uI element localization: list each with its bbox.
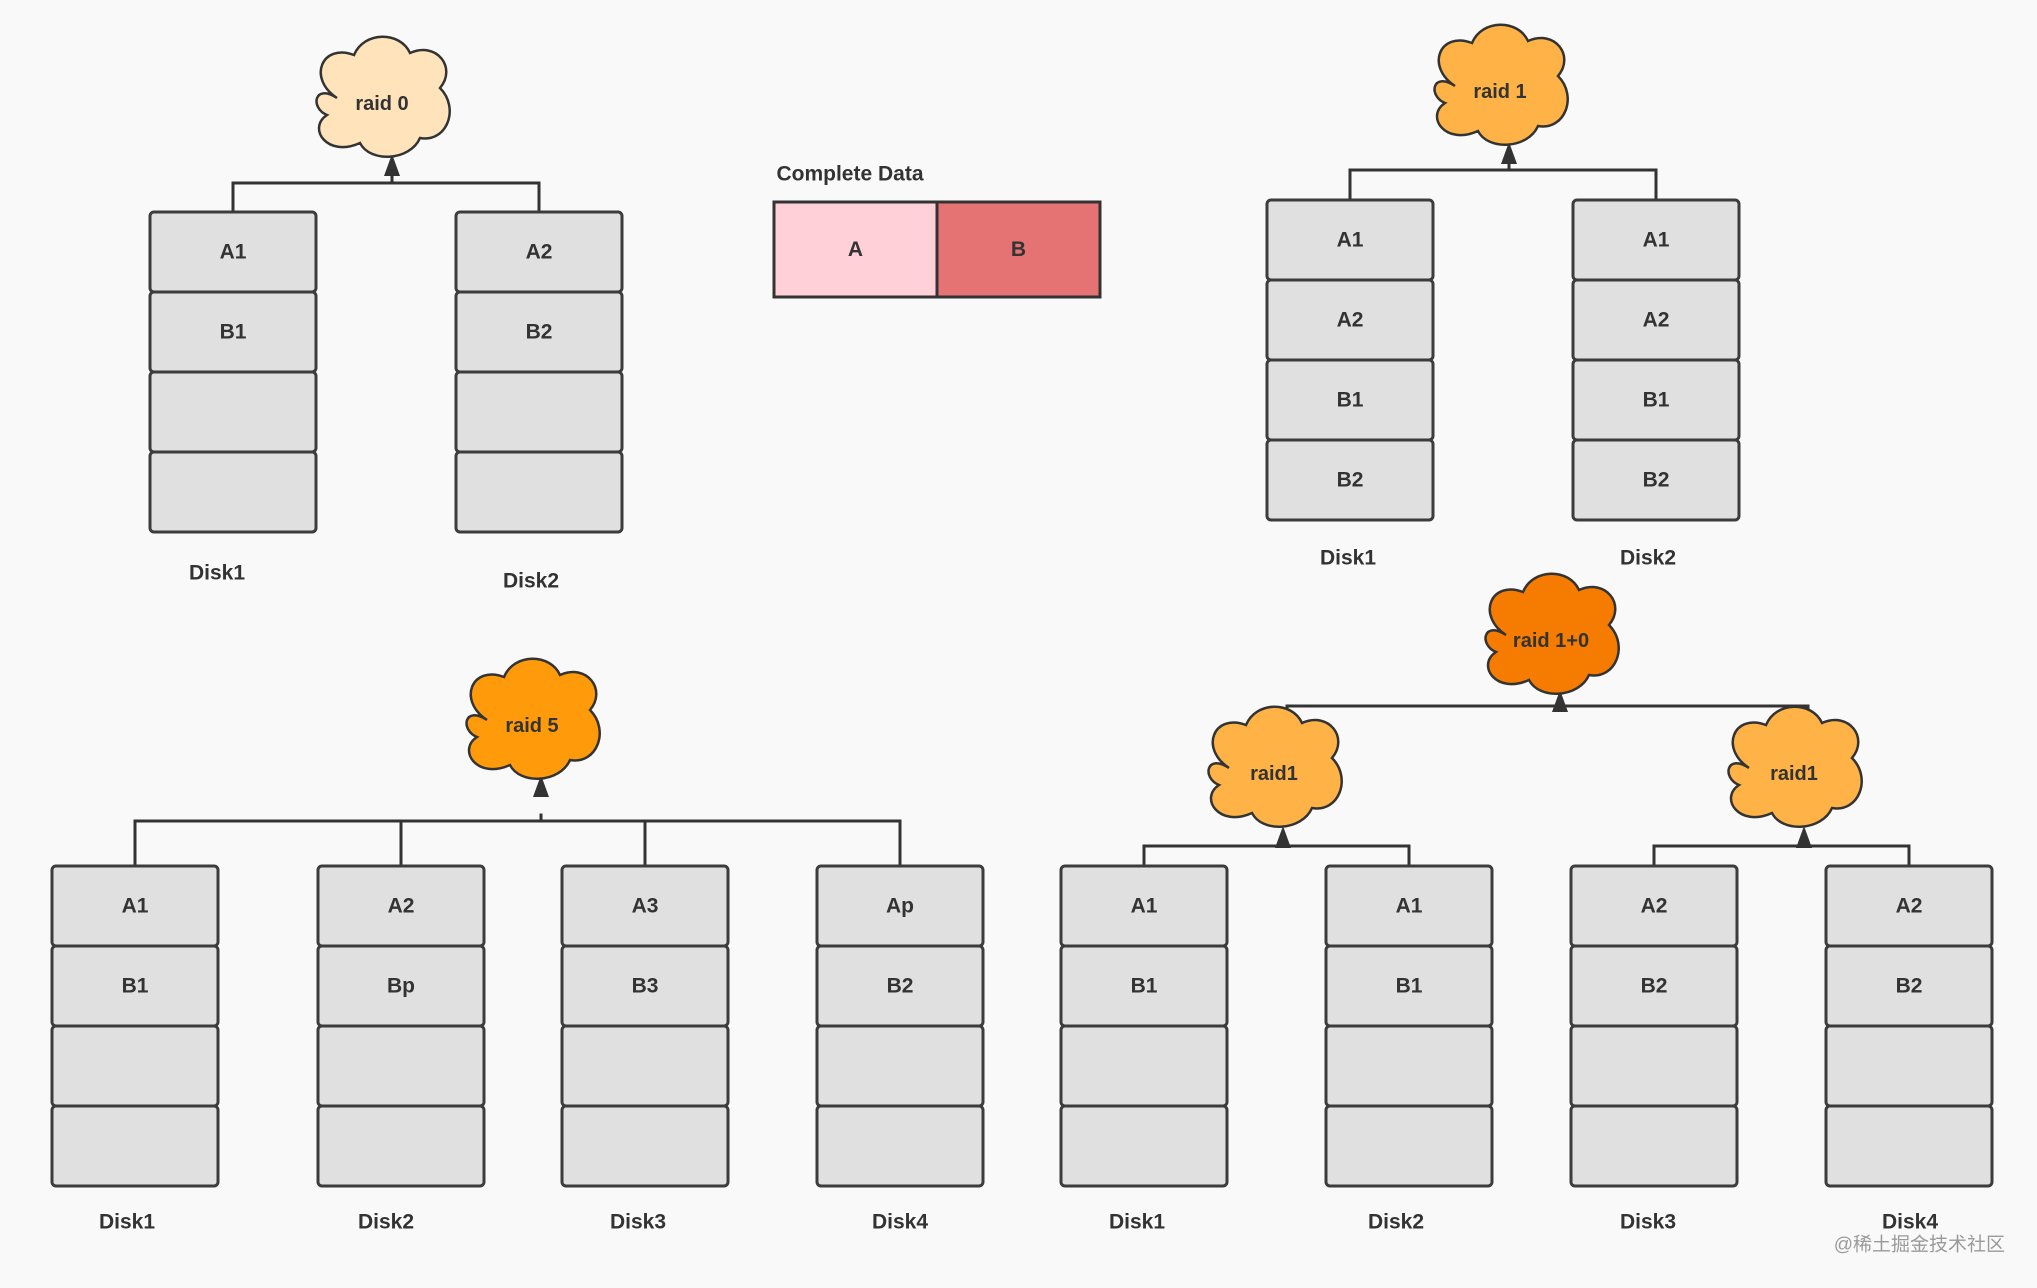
connector-lines — [133, 142, 1911, 868]
disk-cell — [50, 1024, 220, 1108]
cloud-label: raid 5 — [505, 715, 558, 737]
disk-cell-label: B1 — [122, 975, 149, 998]
raid5-arrow — [533, 775, 549, 797]
complete-data-segment-b — [935, 200, 1102, 299]
raid0-arrow — [384, 154, 400, 176]
cloud-label: raid1 — [1250, 763, 1298, 785]
disk-cell-label: A1 — [122, 895, 149, 918]
disk-cell-label: A1 — [220, 241, 247, 264]
disk-cell-label: B2 — [1896, 975, 1923, 998]
disk-name: Disk1 — [1109, 1211, 1165, 1234]
disk-cell — [1059, 1104, 1229, 1188]
disk-cell — [316, 1024, 486, 1108]
disk-cell-label: Bp — [387, 975, 415, 998]
disk-cell-label: A3 — [632, 895, 659, 918]
raid0-disk-2 — [454, 210, 624, 534]
disk-name: Disk2 — [1620, 547, 1676, 570]
disk-cell-label: A2 — [1643, 309, 1670, 332]
shapes — [50, 23, 1994, 1188]
disk-cell — [1569, 1104, 1739, 1188]
disk-cell-label: A1 — [1643, 229, 1670, 252]
disk-name: Disk3 — [610, 1211, 666, 1234]
segment-label: B — [1011, 238, 1026, 261]
disk-cell-label: B1 — [220, 321, 247, 344]
disk-cell-label: B1 — [1643, 389, 1670, 412]
raid10-disk-3 — [1569, 864, 1739, 1188]
disk-cell — [1265, 438, 1435, 522]
disk-cell-label: A2 — [1641, 895, 1668, 918]
complete-data-title: Complete Data — [776, 163, 923, 186]
disk-cell — [454, 370, 624, 454]
disk-name: Disk2 — [503, 570, 559, 593]
disk-cell-label: Ap — [886, 895, 914, 918]
disk-cell — [815, 1024, 985, 1108]
disk-cell — [1824, 1104, 1994, 1188]
raid1-disk-2 — [1571, 198, 1741, 522]
disk-cell-label: B2 — [887, 975, 914, 998]
disk-cell-label: B2 — [1337, 469, 1364, 492]
segment-label: A — [848, 238, 863, 261]
disk-name: Disk2 — [358, 1211, 414, 1234]
disk-cell — [148, 370, 318, 454]
cloud-label: raid1 — [1770, 763, 1818, 785]
disk-name: Disk1 — [189, 562, 245, 585]
raid5-disk-2 — [316, 864, 486, 1188]
raid10-right-arrow — [1796, 826, 1812, 848]
disk-cell — [815, 1104, 985, 1188]
raid10-disk-1 — [1059, 864, 1229, 1188]
disk-name: Disk1 — [1320, 547, 1376, 570]
raid0-disk-1 — [148, 210, 318, 534]
cloud-label: raid 1 — [1473, 81, 1526, 103]
disk-cell-label: B2 — [526, 321, 553, 344]
disk-cell-label: B1 — [1131, 975, 1158, 998]
disk-cell — [560, 1104, 730, 1188]
disk-cell — [560, 1024, 730, 1108]
disk-cell-label: A2 — [1896, 895, 1923, 918]
disk-cell-label: A1 — [1337, 229, 1364, 252]
disk-cell-label: A1 — [1396, 895, 1423, 918]
raid1-disk-1 — [1265, 198, 1435, 522]
disk-cell — [1324, 1024, 1494, 1108]
disk-cell-label: B1 — [1337, 389, 1364, 412]
raid5-disk-3 — [560, 864, 730, 1188]
disk-name: Disk2 — [1368, 1211, 1424, 1234]
disk-name: Disk1 — [99, 1211, 155, 1234]
disk-cell — [1824, 1024, 1994, 1108]
disk-cell — [316, 1104, 486, 1188]
raid10-disk-2 — [1324, 864, 1494, 1188]
cloud-label: raid 0 — [355, 93, 408, 115]
disk-cell — [454, 450, 624, 534]
raid5-disk-4 — [815, 864, 985, 1188]
disk-cell — [1571, 438, 1741, 522]
cloud-label: raid 1+0 — [1513, 630, 1589, 652]
disk-cell — [1059, 1024, 1229, 1108]
disk-cell — [1324, 1104, 1494, 1188]
disk-cell-label: B2 — [1643, 469, 1670, 492]
disk-name: Disk3 — [1620, 1211, 1676, 1234]
disk-name: Disk4 — [872, 1211, 928, 1234]
disk-cell — [50, 1104, 220, 1188]
disk-cell — [1569, 1024, 1739, 1108]
raid10-left-arrow — [1275, 826, 1291, 848]
raid10-top-arrow — [1552, 690, 1568, 712]
raid10-disk-4 — [1824, 864, 1994, 1188]
disk-cell-label: B1 — [1396, 975, 1423, 998]
watermark-text: @稀土掘金技术社区 — [1834, 1234, 2005, 1256]
disk-cell-label: B3 — [632, 975, 659, 998]
disk-cell — [148, 450, 318, 534]
disk-cell-label: A2 — [1337, 309, 1364, 332]
complete-data-segment-a — [772, 200, 939, 299]
disk-cell-label: A1 — [1131, 895, 1158, 918]
disk-cell-label: A2 — [526, 241, 553, 264]
disk-name: Disk4 — [1882, 1211, 1938, 1234]
raid5-disk-1 — [50, 864, 220, 1188]
disk-cell-label: A2 — [388, 895, 415, 918]
raid1-arrow — [1501, 142, 1517, 164]
disk-cell-label: B2 — [1641, 975, 1668, 998]
